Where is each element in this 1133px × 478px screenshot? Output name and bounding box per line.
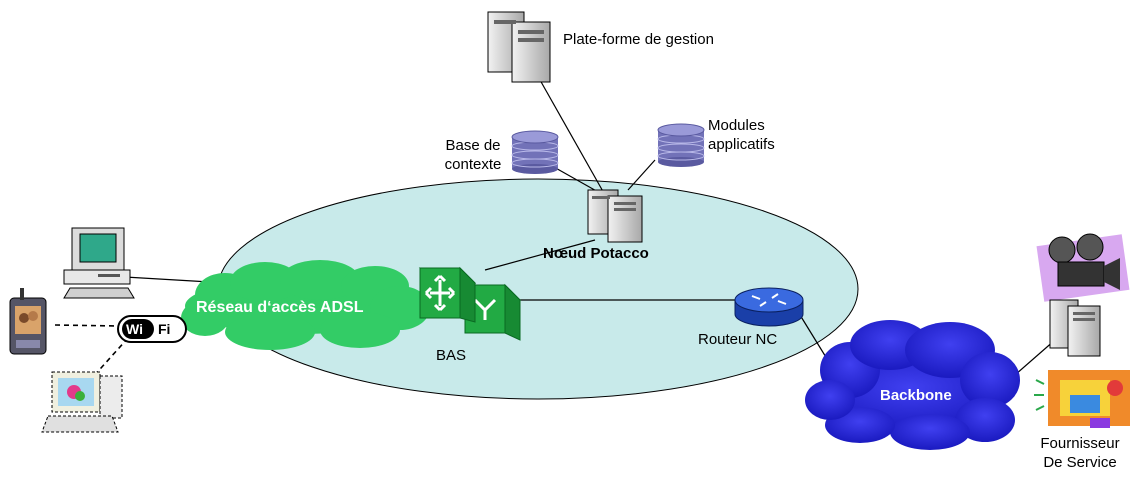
pda-device-icon (9, 288, 47, 355)
bas-label: BAS (436, 347, 467, 364)
film-camera-icon (1036, 233, 1130, 302)
potacco-node-server-icon (587, 189, 643, 243)
app-modules-line2: applicatifs (708, 136, 775, 153)
context-base-line1: Base de (445, 137, 501, 154)
desktop-computer-icon (63, 227, 135, 299)
nc-router-label: Routeur NC (698, 331, 778, 348)
app-modules-label: Modules applicatifs (708, 116, 775, 154)
backbone-cloud (805, 320, 1020, 450)
bas-switch-icon (418, 266, 522, 341)
modules-database-icon (657, 123, 705, 167)
app-modules-line1: Modules (708, 117, 765, 134)
context-base-line2: contexte (444, 156, 502, 173)
router-icon (734, 287, 804, 327)
provider-server-icon (1049, 299, 1101, 357)
adsl-network-label: Réseau d‘accès ADSL (196, 299, 364, 316)
content-clipart-icon (1034, 370, 1130, 428)
backbone-label: Backbone (880, 387, 952, 404)
multimedia-computer-icon (41, 371, 123, 433)
service-provider-line1: Fournisseur (1040, 435, 1120, 452)
adsl-cloud (181, 260, 430, 350)
service-provider-line2: De Service (1043, 454, 1117, 471)
connection-lines (124, 79, 1056, 389)
wifi-left-text: Wi (126, 321, 143, 337)
potacco-node-label: Nœud Potacco (543, 245, 649, 262)
wifi-links (54, 324, 129, 379)
wifi-right-text: Fi (158, 321, 171, 337)
context-base-label: Base de contexte (437, 136, 509, 174)
wifi-logo-icon (117, 315, 187, 343)
management-platform-label: Plate-forme de gestion (563, 31, 714, 48)
context-database-icon (511, 130, 559, 174)
service-provider-label: Fournisseur De Service (1030, 434, 1130, 472)
management-server-icon (487, 11, 551, 83)
